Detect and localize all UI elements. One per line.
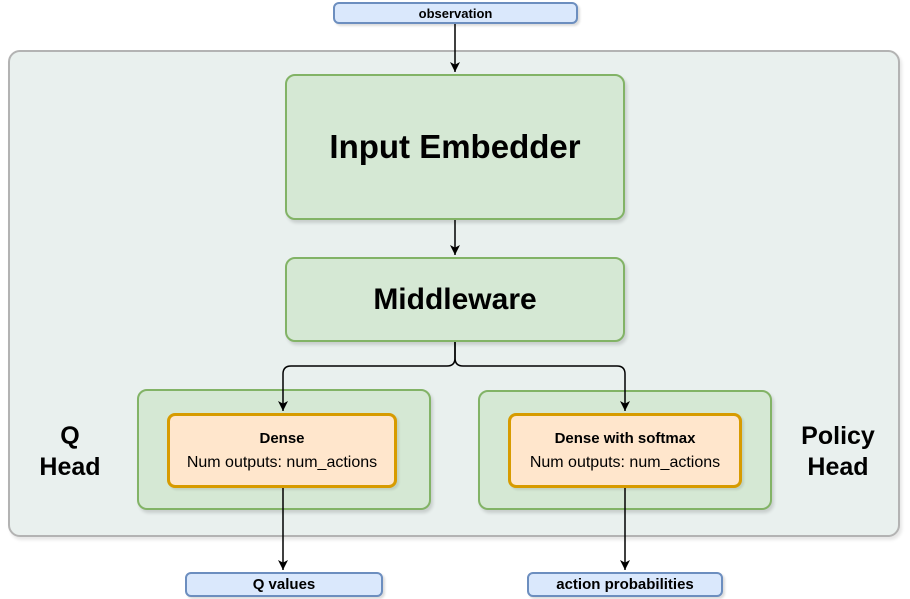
input-embedder-label: Input Embedder xyxy=(329,128,581,165)
q-dense-title: Dense xyxy=(259,429,305,447)
q-head-label: Q Head xyxy=(20,421,120,483)
policy-head-label: Policy Head xyxy=(788,421,888,483)
policy-head-label-line2: Head xyxy=(807,453,869,481)
observation-label: observation xyxy=(418,5,493,21)
q-values-node: Q values xyxy=(185,572,383,597)
policy-dense-node: Dense with softmax Num outputs: num_acti… xyxy=(508,413,742,488)
observation-node: observation xyxy=(333,2,578,24)
middleware-label: Middleware xyxy=(373,282,537,316)
policy-dense-title: Dense with softmax xyxy=(554,429,696,447)
q-dense-subtitle: Num outputs: num_actions xyxy=(186,453,378,471)
middleware-node: Middleware xyxy=(285,257,625,342)
action-probabilities-node: action probabilities xyxy=(527,572,723,597)
policy-dense-subtitle: Num outputs: num_actions xyxy=(529,453,721,471)
q-dense-node: Dense Num outputs: num_actions xyxy=(167,413,397,488)
q-head-label-line2: Head xyxy=(39,453,101,481)
action-probabilities-label: action probabilities xyxy=(556,576,694,593)
q-values-label: Q values xyxy=(252,576,316,593)
input-embedder-node: Input Embedder xyxy=(285,74,625,220)
policy-head-label-line1: Policy xyxy=(801,422,875,450)
q-head-label-line1: Q xyxy=(60,422,80,450)
